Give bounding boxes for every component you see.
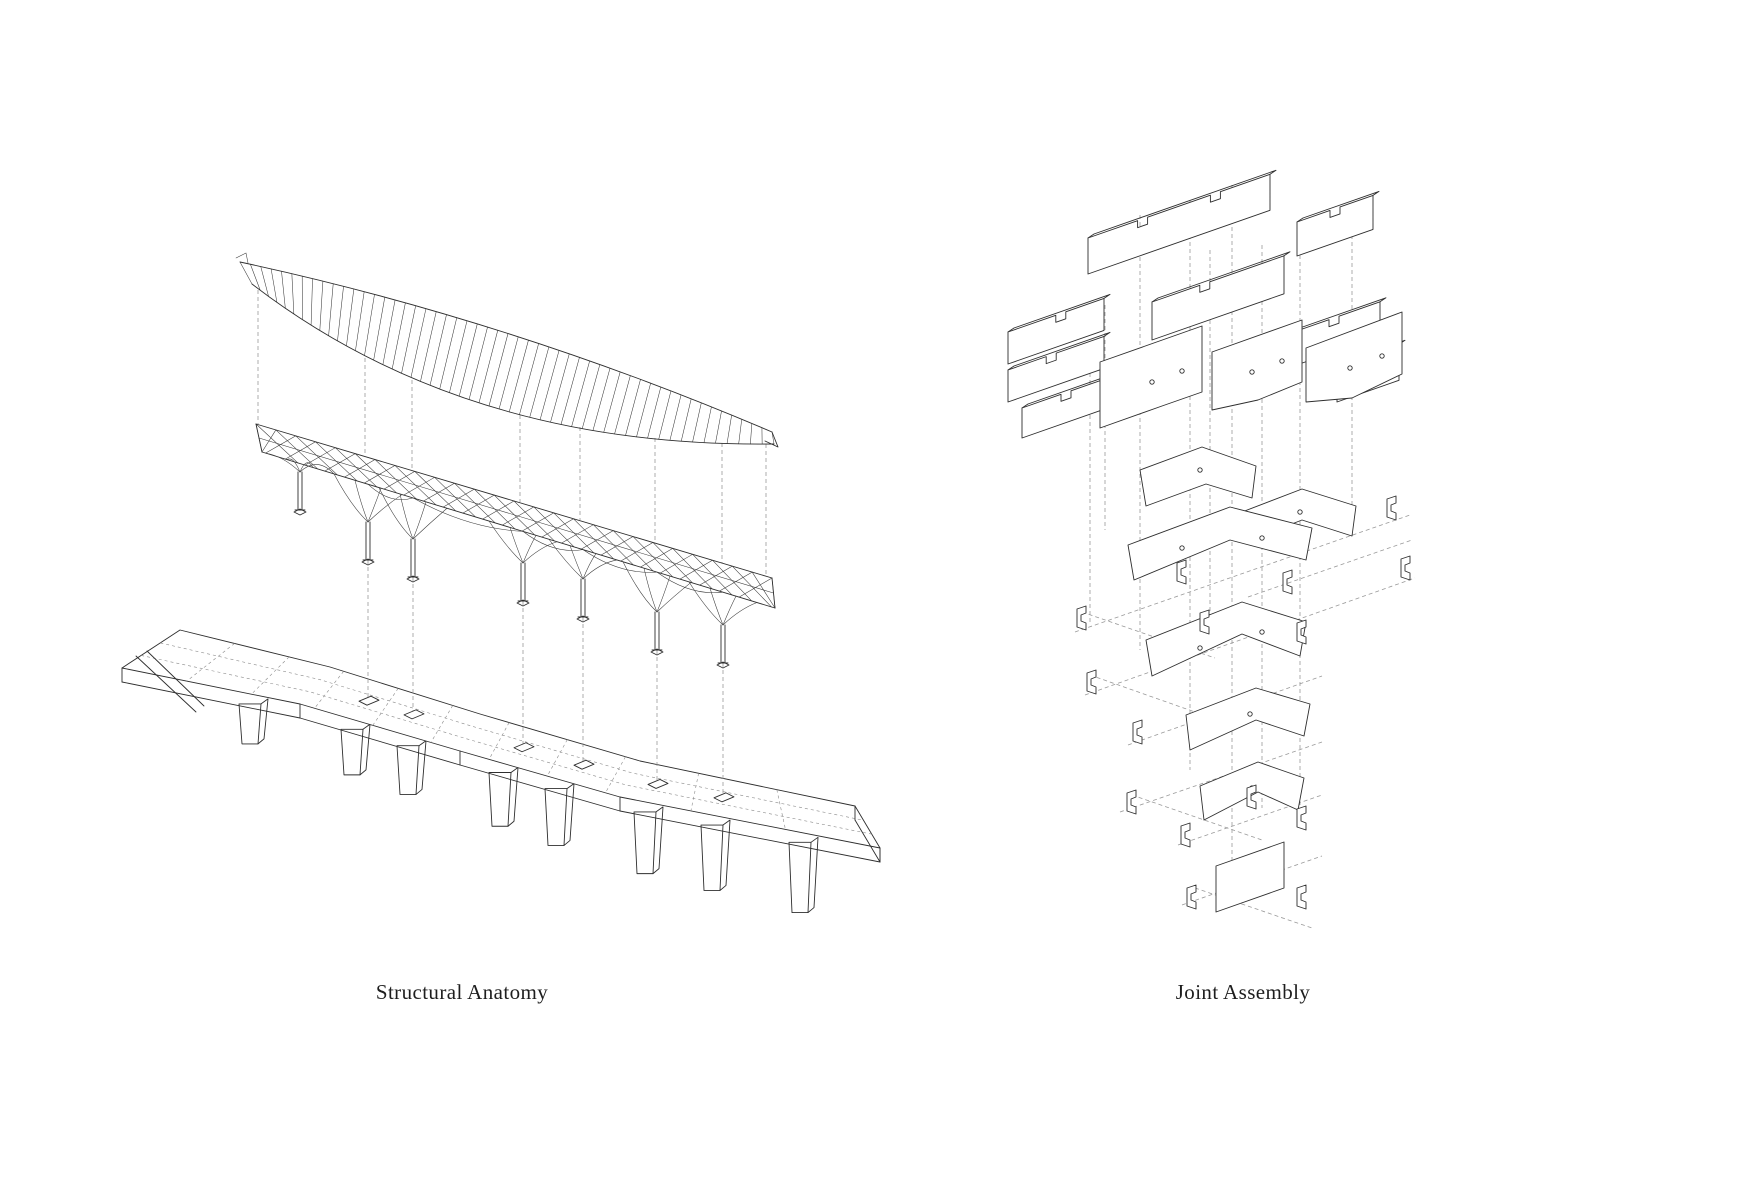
structural-anatomy-drawing (121, 252, 881, 914)
joint-assembly-drawing (1007, 169, 1416, 929)
caption-structural-anatomy: Structural Anatomy (375, 980, 549, 1004)
caption-joint-assembly: Joint Assembly (1175, 980, 1311, 1004)
